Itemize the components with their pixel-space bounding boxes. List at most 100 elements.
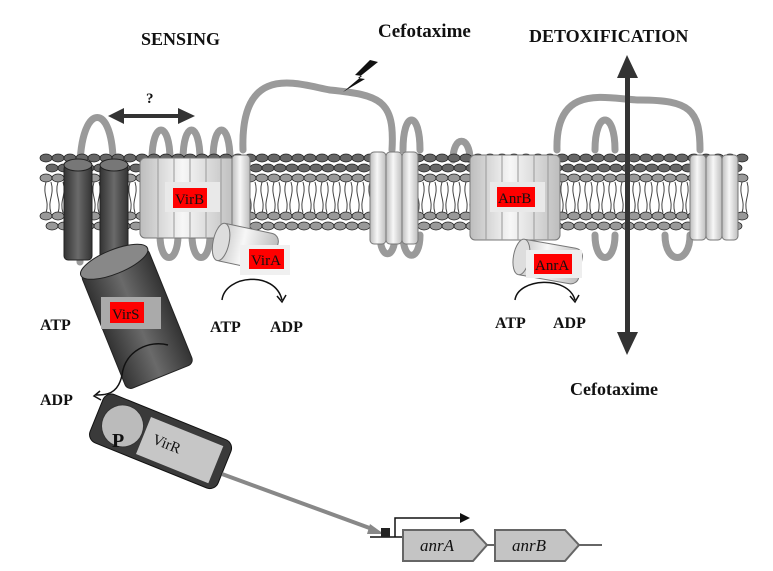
lipid [325, 181, 329, 214]
lipid [435, 211, 449, 221]
lipid [440, 181, 444, 214]
lipid [315, 211, 329, 221]
anrA-adp: ADP [553, 315, 586, 332]
virR-protein [89, 393, 233, 490]
lipid [669, 221, 683, 231]
lipid [337, 181, 341, 214]
lipid [639, 173, 653, 183]
lipid [663, 173, 677, 183]
lipid [332, 181, 336, 214]
lipid [315, 173, 329, 183]
lipid [291, 211, 305, 221]
lipid [339, 211, 353, 221]
lipid [133, 181, 137, 214]
lipid [279, 211, 293, 221]
lipid [51, 211, 65, 221]
lightning-icon [343, 60, 378, 92]
lipid [669, 163, 683, 173]
virS-transmembrane-helices [63, 158, 129, 261]
lipid [673, 181, 677, 214]
lipid [596, 181, 600, 214]
lipid [585, 163, 599, 173]
lipid [651, 153, 665, 163]
lipid [579, 173, 593, 183]
lipid [452, 181, 456, 214]
lipid [651, 173, 665, 183]
lipid [284, 181, 288, 214]
anrA-label: AnrA [535, 258, 569, 274]
lipid [357, 221, 371, 231]
lipid [261, 163, 275, 173]
lipid [567, 173, 581, 183]
lipid [296, 181, 300, 214]
lipid [457, 181, 461, 214]
lipid [308, 181, 312, 214]
lipid [609, 163, 623, 173]
sensing-double-arrow [108, 108, 195, 124]
lipid [453, 221, 467, 231]
lipid [609, 221, 623, 231]
lipid [663, 211, 677, 221]
phosphate-label: P [112, 430, 124, 452]
lipid [344, 181, 348, 214]
virS-label: VirS [112, 307, 139, 323]
lipid [433, 181, 437, 214]
lipid [591, 211, 605, 221]
lipid [441, 163, 455, 173]
cefotaxime-bottom-label: Cefotaxime [570, 379, 658, 399]
lipid [649, 181, 653, 214]
lipid [447, 211, 461, 221]
virR-binding-arrow [221, 472, 376, 532]
lipid [745, 181, 749, 214]
lipid [560, 181, 564, 214]
lipid [267, 153, 281, 163]
lipid [428, 181, 432, 214]
lipid [39, 211, 53, 221]
lipid [423, 211, 437, 221]
lipid [267, 211, 281, 221]
lipid [39, 173, 53, 183]
lipid [572, 181, 576, 214]
lipid [92, 181, 96, 214]
lipid [429, 163, 443, 173]
lipid [620, 181, 624, 214]
lipid [285, 163, 299, 173]
lipid [579, 211, 593, 221]
lipid [291, 153, 305, 163]
lipid [297, 163, 311, 173]
lipid [601, 181, 605, 214]
lipid [657, 221, 671, 231]
lipid [603, 173, 617, 183]
lipid [639, 153, 653, 163]
lipid [327, 211, 341, 221]
lipid [591, 153, 605, 163]
lipid [351, 153, 365, 163]
lipid [589, 181, 593, 214]
lipid [685, 181, 689, 214]
lipid [417, 163, 431, 173]
lipid [573, 163, 587, 173]
lipid [639, 211, 653, 221]
label-highlights [101, 182, 582, 329]
lipid [339, 153, 353, 163]
lipid [255, 153, 269, 163]
lipid [56, 181, 60, 214]
gene-anrB: anrB [512, 536, 547, 555]
lipid [585, 221, 599, 231]
lipid [445, 181, 449, 214]
lipid [351, 173, 365, 183]
lipid [680, 181, 684, 214]
lipid [603, 211, 617, 221]
lipid [309, 163, 323, 173]
membrane-helices-right [689, 154, 739, 241]
lipid [441, 221, 455, 231]
lipid [613, 181, 617, 214]
lipid [45, 163, 59, 173]
arrowhead [367, 524, 384, 534]
lipid [349, 181, 353, 214]
lipid [591, 173, 605, 183]
lipid [279, 153, 293, 163]
lipid [279, 173, 293, 183]
lipid [339, 173, 353, 183]
